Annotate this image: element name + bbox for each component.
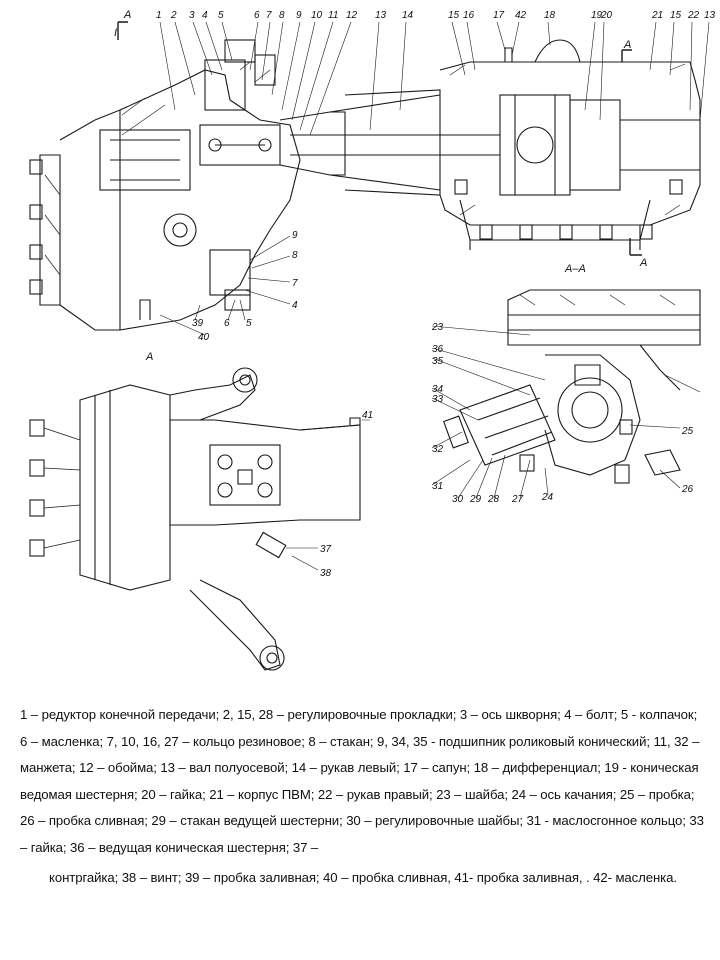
callout-number: 4	[292, 300, 298, 311]
callout-number: 29	[469, 494, 482, 505]
callout-number: 32	[432, 444, 444, 455]
callouts-view-a: 41 37 38	[320, 410, 373, 579]
callout-number: 27	[511, 494, 524, 505]
callout-number: 11	[328, 10, 338, 21]
section-mark-bottom: A	[639, 257, 647, 269]
callout-number: 16	[463, 10, 475, 21]
callout-number: 9	[292, 230, 298, 241]
callout-number: 9	[296, 10, 302, 21]
callout-number: 31	[432, 481, 443, 492]
callouts-mid-right: 9 8 7 4 5 6 39 40	[192, 230, 298, 343]
view-a-label: A	[145, 351, 153, 363]
legend-tail: контргайка; 38 – винт; 39 – пробка залив…	[49, 870, 677, 885]
technical-drawing: I A A A A–A A 12345678910111213141516174…	[29, 9, 716, 671]
section-mark-top: A	[623, 39, 631, 51]
callout-number: 13	[375, 10, 387, 21]
callout-number: 39	[192, 318, 204, 329]
callout-number: 8	[279, 10, 285, 21]
callout-number: 25	[681, 426, 694, 437]
callout-number: 34	[432, 384, 444, 395]
callout-number: 19	[591, 10, 603, 21]
section-aa-label: A–A	[564, 263, 586, 275]
callout-number: 26	[681, 484, 694, 495]
callout-number: 33	[432, 394, 444, 405]
callout-number: 28	[487, 494, 500, 505]
callout-number: 22	[687, 10, 700, 21]
callout-number: 13	[704, 10, 716, 21]
callout-number: 4	[202, 10, 208, 21]
callout-number: 1	[156, 10, 162, 21]
callout-number: 41	[362, 410, 373, 421]
callout-number: 5	[246, 318, 252, 329]
callout-number: 20	[600, 10, 613, 21]
callout-number: 42	[515, 10, 527, 21]
callout-number: 40	[198, 332, 210, 343]
section-mark-left-letter: A	[123, 9, 131, 21]
callout-number: 5	[218, 10, 224, 21]
callout-number: 38	[320, 568, 332, 579]
section-aa-view	[431, 289, 701, 499]
callout-number: 12	[346, 10, 358, 21]
callout-number: 2	[170, 10, 177, 21]
callout-number: 18	[544, 10, 556, 21]
view-a	[29, 367, 370, 671]
main-section-view	[29, 21, 710, 336]
callout-number: 21	[651, 10, 663, 21]
callout-number: 10	[311, 10, 323, 21]
callout-number: 35	[432, 356, 444, 367]
callout-number: 24	[541, 492, 554, 503]
callout-number: 6	[224, 318, 230, 329]
view-labels: I A A A A–A A	[114, 9, 647, 363]
section-mark-left: I	[114, 27, 117, 39]
callout-number: 7	[266, 10, 272, 21]
callout-number: 3	[189, 10, 195, 21]
callout-number: 14	[402, 10, 414, 21]
legend-text: 1 – редуктор конечной передачи; 2, 15, 2…	[20, 707, 704, 855]
callout-number: 36	[432, 344, 444, 355]
callout-number: 17	[493, 10, 505, 21]
legend: 1 – редуктор конечной передачи; 2, 15, 2…	[0, 680, 720, 960]
callout-number: 37	[320, 544, 332, 555]
callout-number: 15	[448, 10, 460, 21]
callout-number: 30	[452, 494, 464, 505]
callout-number: 7	[292, 278, 298, 289]
callout-number: 15	[670, 10, 682, 21]
callout-number: 6	[254, 10, 260, 21]
callout-number: 8	[292, 250, 298, 261]
callout-number: 23	[431, 322, 444, 333]
